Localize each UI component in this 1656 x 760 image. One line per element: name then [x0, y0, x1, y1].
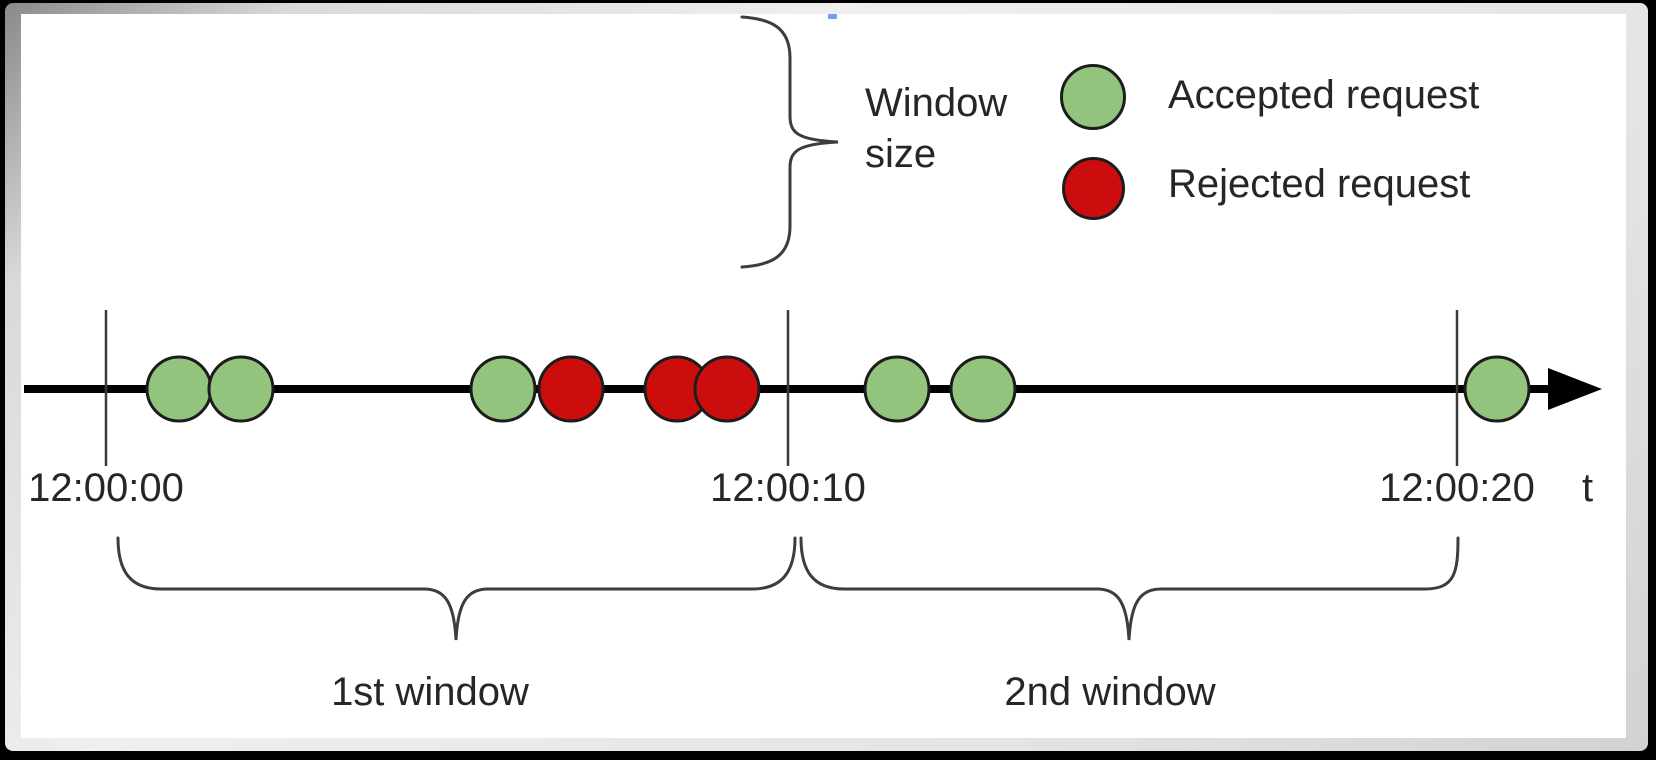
tick-label-12-00-20: 12:00:20	[1379, 466, 1535, 510]
accepted-request-legend-icon	[1060, 64, 1126, 130]
window-size-label: Window size	[865, 81, 1008, 176]
time-axis-arrowhead-icon	[1548, 368, 1602, 410]
accepted-request-dot	[469, 355, 537, 423]
cursor-artifact	[828, 14, 837, 19]
second-window-label: 2nd window	[1004, 670, 1216, 714]
accepted-request-dot	[949, 355, 1017, 423]
rejected-request-dot	[537, 355, 605, 423]
second-window-brace	[799, 536, 1460, 641]
diagram-canvas	[21, 14, 1626, 738]
tick-marks	[104, 310, 1459, 466]
first-window-label: 1st window	[331, 670, 529, 714]
first-window-brace	[116, 536, 797, 641]
window-size-brace	[740, 15, 839, 269]
time-axis-label: t	[1582, 466, 1594, 510]
accepted-request-legend-label: Accepted request	[1168, 73, 1480, 117]
tick-label-12-00-10: 12:00:10	[710, 466, 866, 510]
request-dots	[145, 355, 1531, 423]
accepted-request-dot	[207, 355, 275, 423]
accepted-request-dot	[145, 355, 213, 423]
tick-label-12-00-00: 12:00:00	[28, 466, 184, 510]
rejected-request-dot	[693, 355, 761, 423]
rejected-request-legend-label: Rejected request	[1168, 162, 1471, 206]
accepted-request-dot	[863, 355, 931, 423]
rejected-request-legend-icon	[1062, 157, 1125, 220]
accepted-request-dot	[1463, 355, 1531, 423]
